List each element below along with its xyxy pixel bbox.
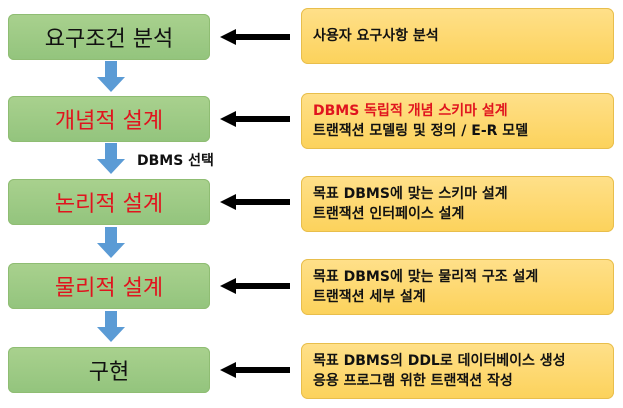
note-requirements: 사용자 요구사항 분석 bbox=[301, 8, 614, 64]
stage-physical-design: 물리적 설계 bbox=[8, 263, 210, 309]
note-line: 응용 프로그램 위한 트랜잭션 작성 bbox=[313, 373, 513, 389]
stage-label: 구현 bbox=[88, 360, 130, 385]
stage-implementation: 구현 bbox=[8, 347, 210, 393]
note-conceptual: DBMS 독립적 개념 스키마 설계 트랜잭션 모델링 및 정의 / E-R 모… bbox=[301, 93, 614, 149]
stage-label: 논리적 설계 bbox=[54, 192, 164, 217]
note-logical: 목표 DBMS에 맞는 스키마 설계 트랜잭션 인터페이스 설계 bbox=[301, 176, 614, 232]
note-line: 목표 DBMS의 DDL로 데이터베이스 생성 bbox=[313, 353, 566, 369]
stage-requirements-analysis: 요구조건 분석 bbox=[8, 14, 210, 60]
note-line: 트랜잭션 세부 설계 bbox=[313, 289, 426, 305]
left-arrow-icon bbox=[220, 362, 290, 378]
stage-conceptual-design: 개념적 설계 bbox=[8, 96, 210, 142]
left-arrow-icon bbox=[220, 194, 290, 210]
dbms-selection-label: DBMS 선택 bbox=[137, 153, 214, 169]
down-arrow-icon bbox=[97, 143, 125, 174]
note-line: 사용자 요구사항 분석 bbox=[313, 28, 439, 44]
stage-label: 요구조건 분석 bbox=[44, 27, 174, 52]
note-line: 목표 DBMS에 맞는 스키마 설계 bbox=[313, 186, 508, 202]
left-arrow-icon bbox=[220, 29, 290, 45]
stage-logical-design: 논리적 설계 bbox=[8, 179, 210, 225]
note-line-highlight: DBMS 독립적 개념 스키마 설계 bbox=[313, 103, 508, 119]
note-line: 트랜잭션 인터페이스 설계 bbox=[313, 206, 465, 222]
left-arrow-icon bbox=[220, 278, 290, 294]
left-arrow-icon bbox=[220, 111, 290, 127]
stage-label: 물리적 설계 bbox=[54, 276, 164, 301]
down-arrow-icon bbox=[97, 311, 125, 342]
down-arrow-icon bbox=[97, 61, 125, 92]
note-line: 목표 DBMS에 맞는 물리적 구조 설계 bbox=[313, 269, 539, 285]
note-physical: 목표 DBMS에 맞는 물리적 구조 설계 트랜잭션 세부 설계 bbox=[301, 259, 614, 315]
note-line: 트랜잭션 모델링 및 정의 / E-R 모델 bbox=[313, 123, 529, 139]
note-implementation: 목표 DBMS의 DDL로 데이터베이스 생성 응용 프로그램 위한 트랜잭션 … bbox=[301, 343, 614, 399]
stage-label: 개념적 설계 bbox=[54, 109, 164, 134]
down-arrow-icon bbox=[97, 227, 125, 258]
